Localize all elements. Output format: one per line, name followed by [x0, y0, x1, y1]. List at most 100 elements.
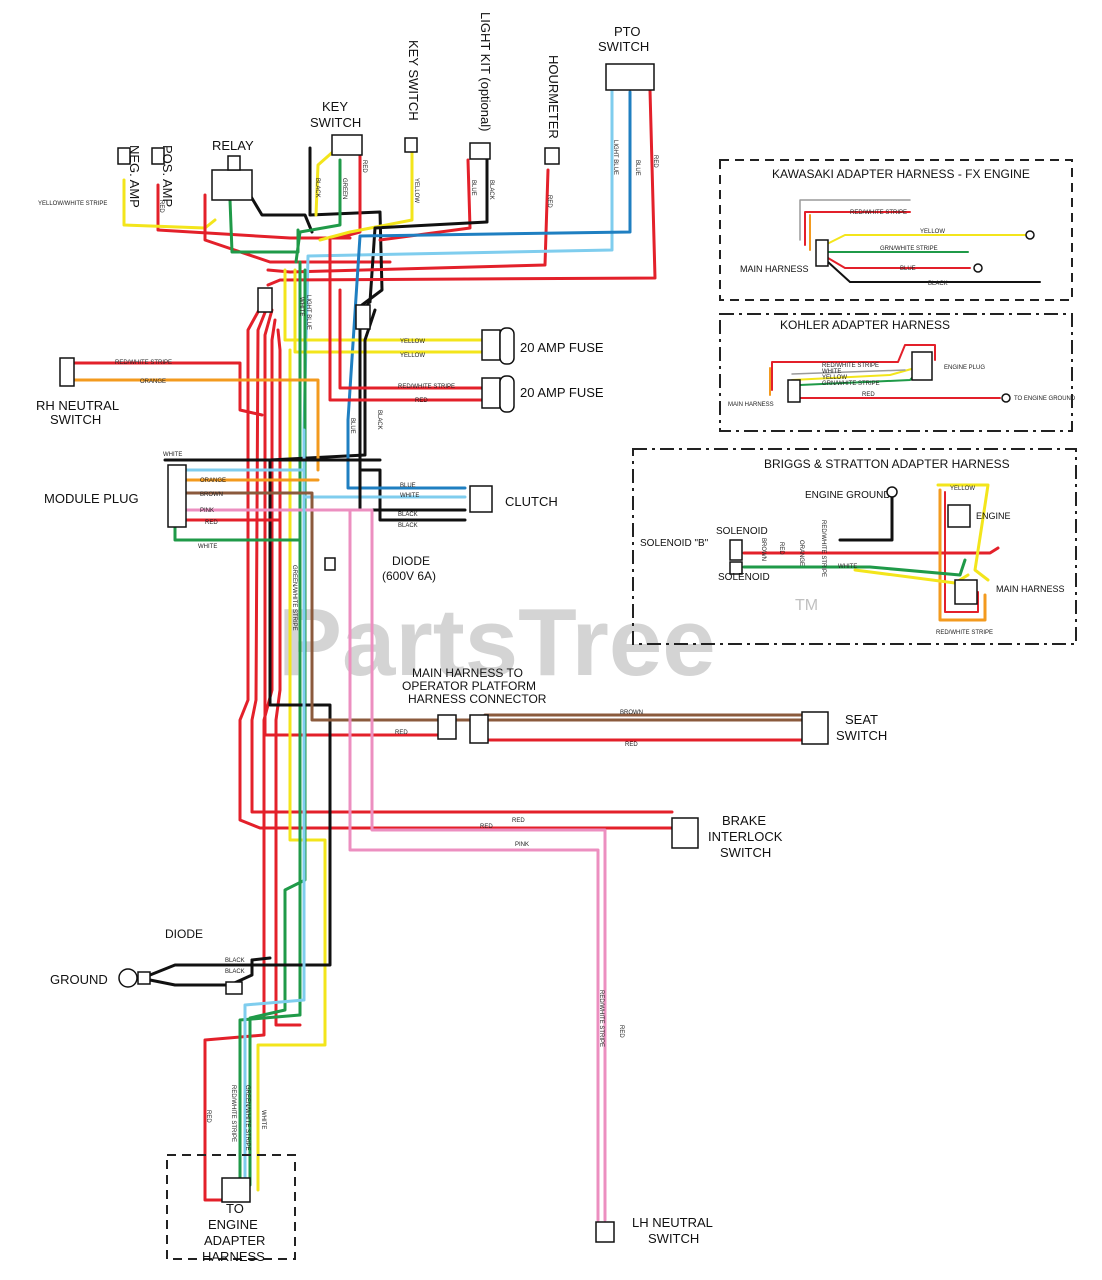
relay-body	[211, 169, 253, 201]
koh-engine-plug-label: ENGINE PLUG	[944, 365, 985, 371]
briggs-main-harness-label: MAIN HARNESS	[996, 584, 1065, 594]
trunk-green-1	[238, 260, 302, 1182]
wl-black-ground-1: BLACK	[225, 958, 245, 964]
fuse-a-holder	[481, 329, 501, 361]
lh-neutral-connector	[595, 1221, 615, 1243]
wl-brown-seat: BROWN	[620, 710, 643, 716]
label-brake-1: BRAKE	[722, 813, 766, 828]
clutch-connector	[469, 485, 493, 513]
label-diode-rating: (600V 6A)	[382, 569, 436, 583]
label-key-2: SWITCH	[310, 115, 361, 130]
trunk-red-1	[238, 288, 674, 830]
fuse-b-holder	[481, 377, 501, 409]
wire-red-pto	[266, 88, 657, 287]
kaw-main-harness: MAIN HARNESS	[740, 264, 809, 274]
koh-wl-red-white: RED/WHITE STRIPE	[822, 363, 879, 369]
label-fuse-a: 20 AMP FUSE	[520, 340, 604, 355]
label-platform-2: OPERATOR PLATFORM	[402, 679, 536, 693]
koh-main-connector	[787, 379, 801, 403]
label-fuse-b: 20 AMP FUSE	[520, 385, 604, 400]
wl-red-brake-2: RED	[480, 824, 493, 830]
label-key-switch-vertical: KEY SWITCH	[406, 40, 421, 121]
koh-ground-ring	[1001, 393, 1011, 403]
label-engine-2: ENGINE	[208, 1217, 258, 1232]
briggs-solenoid-1-label: SOLENOID	[716, 526, 768, 537]
key-switch-connector	[404, 137, 418, 153]
briggs-red	[742, 546, 1000, 555]
neg-amp-connector	[117, 147, 131, 165]
koh-wl-red: RED	[862, 392, 875, 398]
platform-plug-b	[469, 714, 489, 744]
label-light-kit: LIGHT KIT (optional)	[478, 12, 493, 131]
harness-junction-2	[355, 304, 371, 330]
briggs-engine-label: ENGINE	[976, 511, 1011, 521]
kohler-title: KOHLER ADAPTER HARNESS	[780, 318, 950, 332]
ground-ring	[118, 968, 138, 988]
wl-blue-clutch: BLUE	[400, 483, 416, 489]
wl-orange-module: ORANGE	[200, 478, 226, 484]
koh-wl-green: GRN/WHITE STRIPE	[822, 381, 880, 387]
label-diode: DIODE	[392, 554, 430, 568]
wire-black-relay	[248, 193, 314, 234]
briggs-box	[632, 448, 1077, 645]
wl-red-pos: RED	[158, 200, 164, 213]
briggs-engine-connector	[947, 504, 971, 528]
wire-red-white-rh-neutral	[70, 361, 264, 417]
engine-adapter-box	[166, 1154, 296, 1260]
kaw-red-term	[973, 263, 983, 273]
briggs-wl-yellow: YELLOW	[950, 486, 975, 492]
briggs-yellow	[936, 483, 990, 582]
wl-pink-module: PINK	[200, 508, 214, 514]
label-platform-3: HARNESS CONNECTOR	[408, 692, 547, 706]
wl-light-blue-trunk: LIGHT BLUE	[305, 295, 311, 330]
wl-black-trunk: BLACK	[376, 410, 382, 430]
wl-blue-pto: BLUE	[634, 160, 640, 176]
relay-tab	[227, 155, 241, 171]
wl-red-engine: RED	[205, 1110, 211, 1123]
kaw-wl-red-white: RED/WHITE STRIPE	[850, 210, 907, 216]
wire-pink-module	[183, 508, 607, 1222]
wl-red-white-fuse: RED/WHITE STRIPE	[398, 384, 455, 390]
label-platform-1: MAIN HARNESS TO	[412, 666, 523, 680]
wl-brown-module: BROWN	[200, 492, 223, 498]
label-ground: GROUND	[50, 972, 108, 987]
briggs-solenoid-b-label: SOLENOID "B"	[640, 538, 709, 549]
briggs-wl-red-white: RED/WHITE STRIPE	[936, 630, 993, 636]
koh-main-harness-label: MAIN HARNESS	[728, 402, 774, 408]
label-key-1: KEY	[322, 99, 348, 114]
briggs-solenoid-2-label: SOLENOID	[718, 572, 770, 583]
kohler-box	[719, 313, 1073, 432]
engine-adapter-connector	[221, 1177, 251, 1203]
wire-labels: YELLOW/WHITE STRIPE RED BLACK GREEN RED …	[38, 140, 658, 1151]
wl-white-module: WHITE	[163, 452, 182, 458]
diode-symbol	[324, 557, 336, 571]
wl-black-clutch-1: BLACK	[398, 512, 418, 518]
briggs-green	[742, 558, 967, 577]
wire-black-light-kit	[368, 156, 489, 304]
label-lh-neutral-2: SWITCH	[648, 1231, 699, 1246]
wire-red-key	[336, 138, 362, 240]
label-engine-3: ADAPTER	[204, 1233, 265, 1248]
kaw-red	[827, 257, 971, 269]
pos-amp-connector	[151, 147, 165, 165]
wl-black-light: BLACK	[488, 180, 494, 200]
kawasaki-adapter-harness: KAWASAKI ADAPTER HARNESS - FX ENGINE RED…	[719, 159, 1073, 301]
trunk-yellow-2	[293, 268, 487, 354]
trunk-yellow-3	[256, 348, 327, 1192]
wl-yellow-fuse-1: YELLOW	[400, 339, 425, 345]
kaw-connector	[815, 239, 829, 267]
seat-switch-body	[801, 711, 829, 745]
briggs-adapter-harness: BRIGGS & STRATTON ADAPTER HARNESS ENGINE…	[632, 448, 1077, 645]
briggs-wl-orange: ORANGE	[798, 540, 804, 566]
wl-white-engine: WHITE	[260, 1110, 266, 1129]
wire-red-pos-amp	[156, 183, 352, 240]
briggs-engine-ground: ENGINE GROUND	[805, 490, 891, 501]
rh-neutral-connector	[59, 357, 75, 387]
main-harness-wires	[70, 88, 812, 1222]
wire-yellow-neg-amp	[122, 178, 217, 230]
wire-red-hourmeter	[266, 168, 550, 274]
koh-white	[791, 369, 906, 375]
koh-engine-plug	[911, 351, 933, 381]
briggs-solenoid-term	[729, 561, 743, 575]
briggs-ground-ring	[886, 486, 898, 498]
